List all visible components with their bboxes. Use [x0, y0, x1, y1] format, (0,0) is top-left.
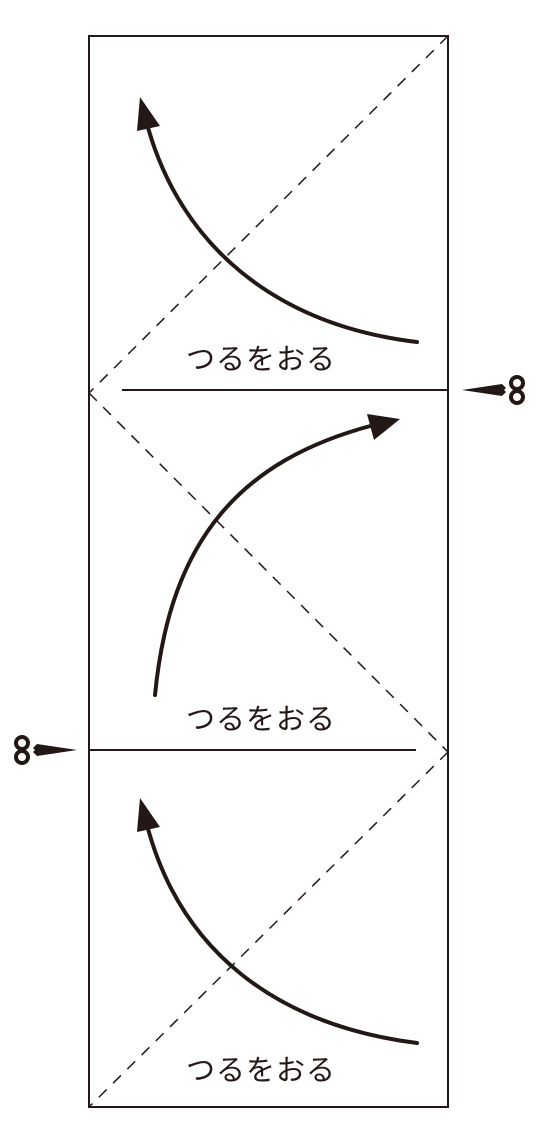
- fold-arrow-bottom: [137, 798, 419, 1045]
- scissors-icon: [462, 375, 525, 405]
- fold-line-middle: [88, 392, 449, 753]
- fold-instruction-label-bottom: つるをおる: [186, 1053, 336, 1087]
- fold-line-bottom: [88, 751, 449, 1108]
- fold-arrow-middle: [153, 414, 400, 697]
- paper-outline: [88, 35, 449, 1108]
- scissors-icon: [14, 735, 77, 765]
- fold-arrow-top: [137, 97, 419, 344]
- fold-line-top: [88, 35, 449, 394]
- fold-instruction-label-top: つるをおる: [186, 342, 336, 376]
- fold-instruction-label-middle: つるをおる: [186, 702, 336, 736]
